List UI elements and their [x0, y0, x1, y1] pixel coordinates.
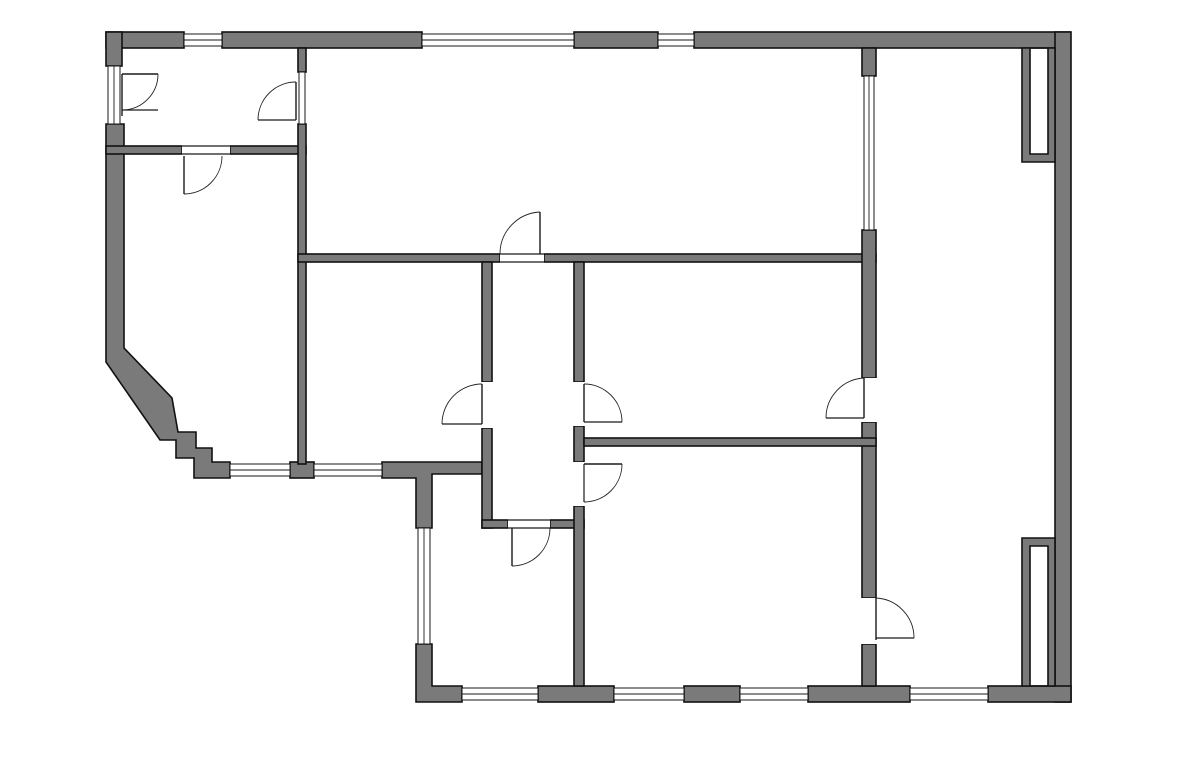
closets — [1021, 47, 1056, 687]
exterior-wall-right — [1054, 31, 1072, 703]
wall-right-partition-top — [861, 47, 877, 77]
wall-middle-horizontal — [583, 437, 877, 447]
wall-right-partition-bottom — [861, 643, 877, 687]
closet-lower — [1021, 537, 1056, 687]
door-corridor-right-upper — [573, 382, 623, 426]
exterior-wall-lower-left — [415, 643, 463, 703]
window-top-2 — [421, 33, 575, 47]
window-left-vestibule — [107, 65, 121, 125]
exterior-wall-bottom-c — [683, 685, 741, 703]
wall-right-partition-low — [861, 421, 877, 599]
door-left-room — [182, 145, 230, 195]
wall-living-bottom-right — [543, 253, 877, 263]
exterior-walls — [105, 31, 1072, 703]
window-vestibule-right — [298, 71, 306, 125]
wall-corridor-left-top — [481, 261, 493, 383]
exterior-wall-left-top — [105, 31, 123, 67]
wall-right-partition-mid — [861, 229, 877, 379]
door-corridor-right-lower — [573, 462, 623, 506]
windows — [107, 33, 989, 701]
wall-corridor-right-top — [573, 261, 585, 383]
window-bottom-3 — [739, 687, 809, 701]
wall-corridor-left-bottom — [481, 427, 493, 529]
door-vestibule-right — [257, 81, 297, 121]
doors — [121, 73, 915, 644]
window-top-1 — [183, 33, 223, 47]
door-vestibule-left — [121, 73, 159, 116]
exterior-wall-bottom-d — [807, 685, 911, 703]
exterior-wall-bottom-e — [987, 685, 1072, 703]
exterior-wall-bottom-b — [537, 685, 615, 703]
wall-left-vertical-top — [297, 47, 307, 73]
interior-walls — [105, 47, 877, 687]
exterior-wall-bottom-step — [381, 461, 483, 529]
door-right-room-lower — [861, 597, 915, 644]
exterior-wall-left-bay — [105, 123, 231, 479]
window-top-3 — [657, 33, 695, 47]
wall-living-bottom-left — [297, 253, 501, 263]
wall-corridor-right-bottom — [573, 505, 585, 687]
window-bottom-2 — [613, 687, 685, 701]
exterior-wall-top-c — [573, 31, 659, 49]
window-living-right — [863, 75, 875, 231]
wall-left-vertical — [297, 123, 307, 465]
window-bottom-small-room — [313, 463, 383, 477]
wall-corridor-right-mid — [573, 425, 585, 463]
closet-upper — [1021, 47, 1056, 163]
exterior-wall-top-b — [221, 31, 423, 49]
door-right-room-upper — [825, 377, 877, 422]
wall-corridor-bottom-left — [481, 519, 509, 529]
wall-vestibule-bottom-a — [105, 145, 183, 155]
window-lower-left-side — [417, 527, 431, 645]
exterior-wall-top-d — [693, 31, 1071, 49]
window-bottom-4 — [909, 687, 989, 701]
door-corridor-left — [441, 382, 493, 428]
wall-vestibule-bottom-b — [229, 145, 307, 155]
door-living-room — [499, 211, 544, 263]
door-corridor-bottom — [508, 519, 551, 567]
window-bottom-1 — [461, 687, 539, 701]
window-bottom-bay — [229, 463, 291, 477]
